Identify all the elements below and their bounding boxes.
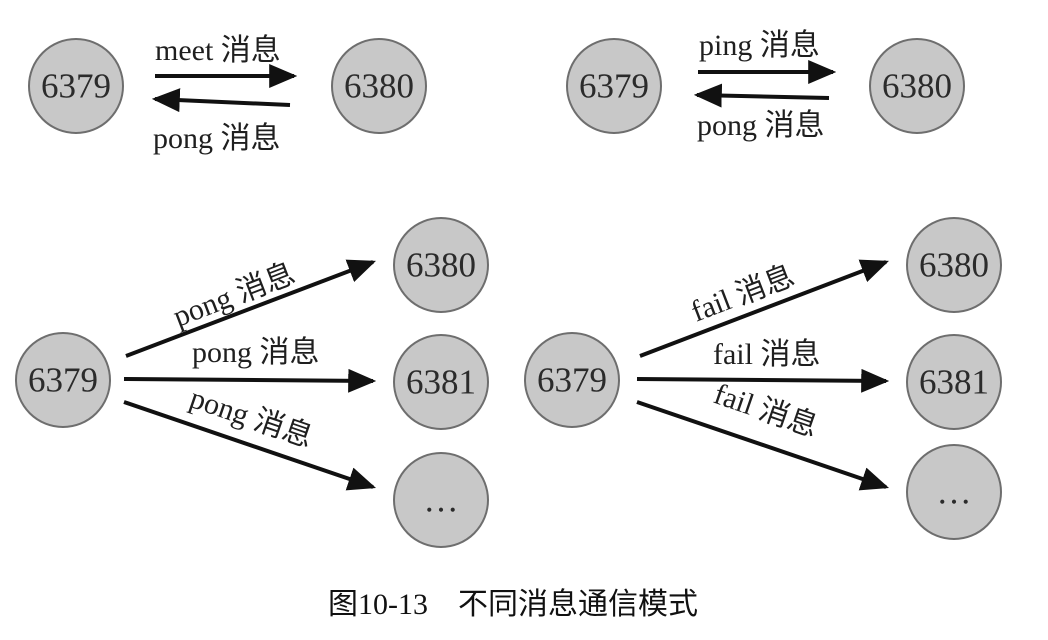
node-circle [869, 38, 965, 134]
node-circle [393, 334, 489, 430]
node-circle [393, 217, 489, 313]
node-circle [906, 334, 1002, 430]
node-label-ellipsis: … [424, 481, 459, 520]
meet-message-label: meet 消息 [155, 34, 281, 67]
pong-reply-arrow [693, 83, 830, 108]
node-label-6380: 6380 [406, 246, 476, 285]
panel-pong-broadcast: 6379 6380 6381 … pong 消息 pong 消息 pong 消息 [15, 217, 489, 548]
fail-arrow-lower [636, 400, 890, 491]
panel-fail-broadcast: 6379 6380 6381 … fail 消息 fail 消息 fail 消息 [524, 217, 1002, 540]
node-circle [906, 217, 1002, 313]
panel-meet-exchange: 6379 6380 meet 消息 pong 消息 [28, 34, 427, 155]
node-label-6379: 6379 [28, 361, 98, 400]
node-label-6379: 6379 [537, 361, 607, 400]
fail-message-label: fail 消息 [713, 338, 820, 371]
node-circle [566, 38, 662, 134]
node-label-6380: 6380 [882, 67, 952, 106]
figure-caption: 图10-13 不同消息通信模式 [328, 588, 698, 621]
pong-arrow-upper [125, 259, 376, 358]
node-label-6379: 6379 [579, 67, 649, 106]
pong-message-label: pong 消息 [192, 336, 320, 369]
pong-message-label: pong 消息 [697, 109, 825, 142]
node-label-6380: 6380 [919, 246, 989, 285]
node-label-ellipsis: … [937, 473, 972, 512]
node-circle [15, 332, 111, 428]
node-circle [28, 38, 124, 134]
node-circle [906, 444, 1002, 540]
pong-message-label: pong 消息 [153, 122, 281, 155]
pong-arrow-middle [123, 368, 377, 393]
pong-arrow-lower [123, 400, 377, 491]
node-label-6379: 6379 [41, 67, 111, 106]
ping-message-label: ping 消息 [699, 29, 820, 62]
node-label-6381: 6381 [919, 363, 989, 402]
pong-message-label: pong 消息 [186, 381, 317, 454]
fail-arrow-upper [639, 259, 889, 358]
node-circle [331, 38, 427, 134]
pong-reply-arrow [151, 88, 291, 113]
node-circle [393, 452, 489, 548]
pong-message-label: pong 消息 [169, 257, 300, 334]
panel-ping-exchange: 6379 6380 ping 消息 pong 消息 [566, 29, 965, 142]
node-label-6380: 6380 [344, 67, 414, 106]
fail-arrow-middle [636, 368, 890, 393]
node-circle [524, 332, 620, 428]
node-label-6381: 6381 [406, 363, 476, 402]
